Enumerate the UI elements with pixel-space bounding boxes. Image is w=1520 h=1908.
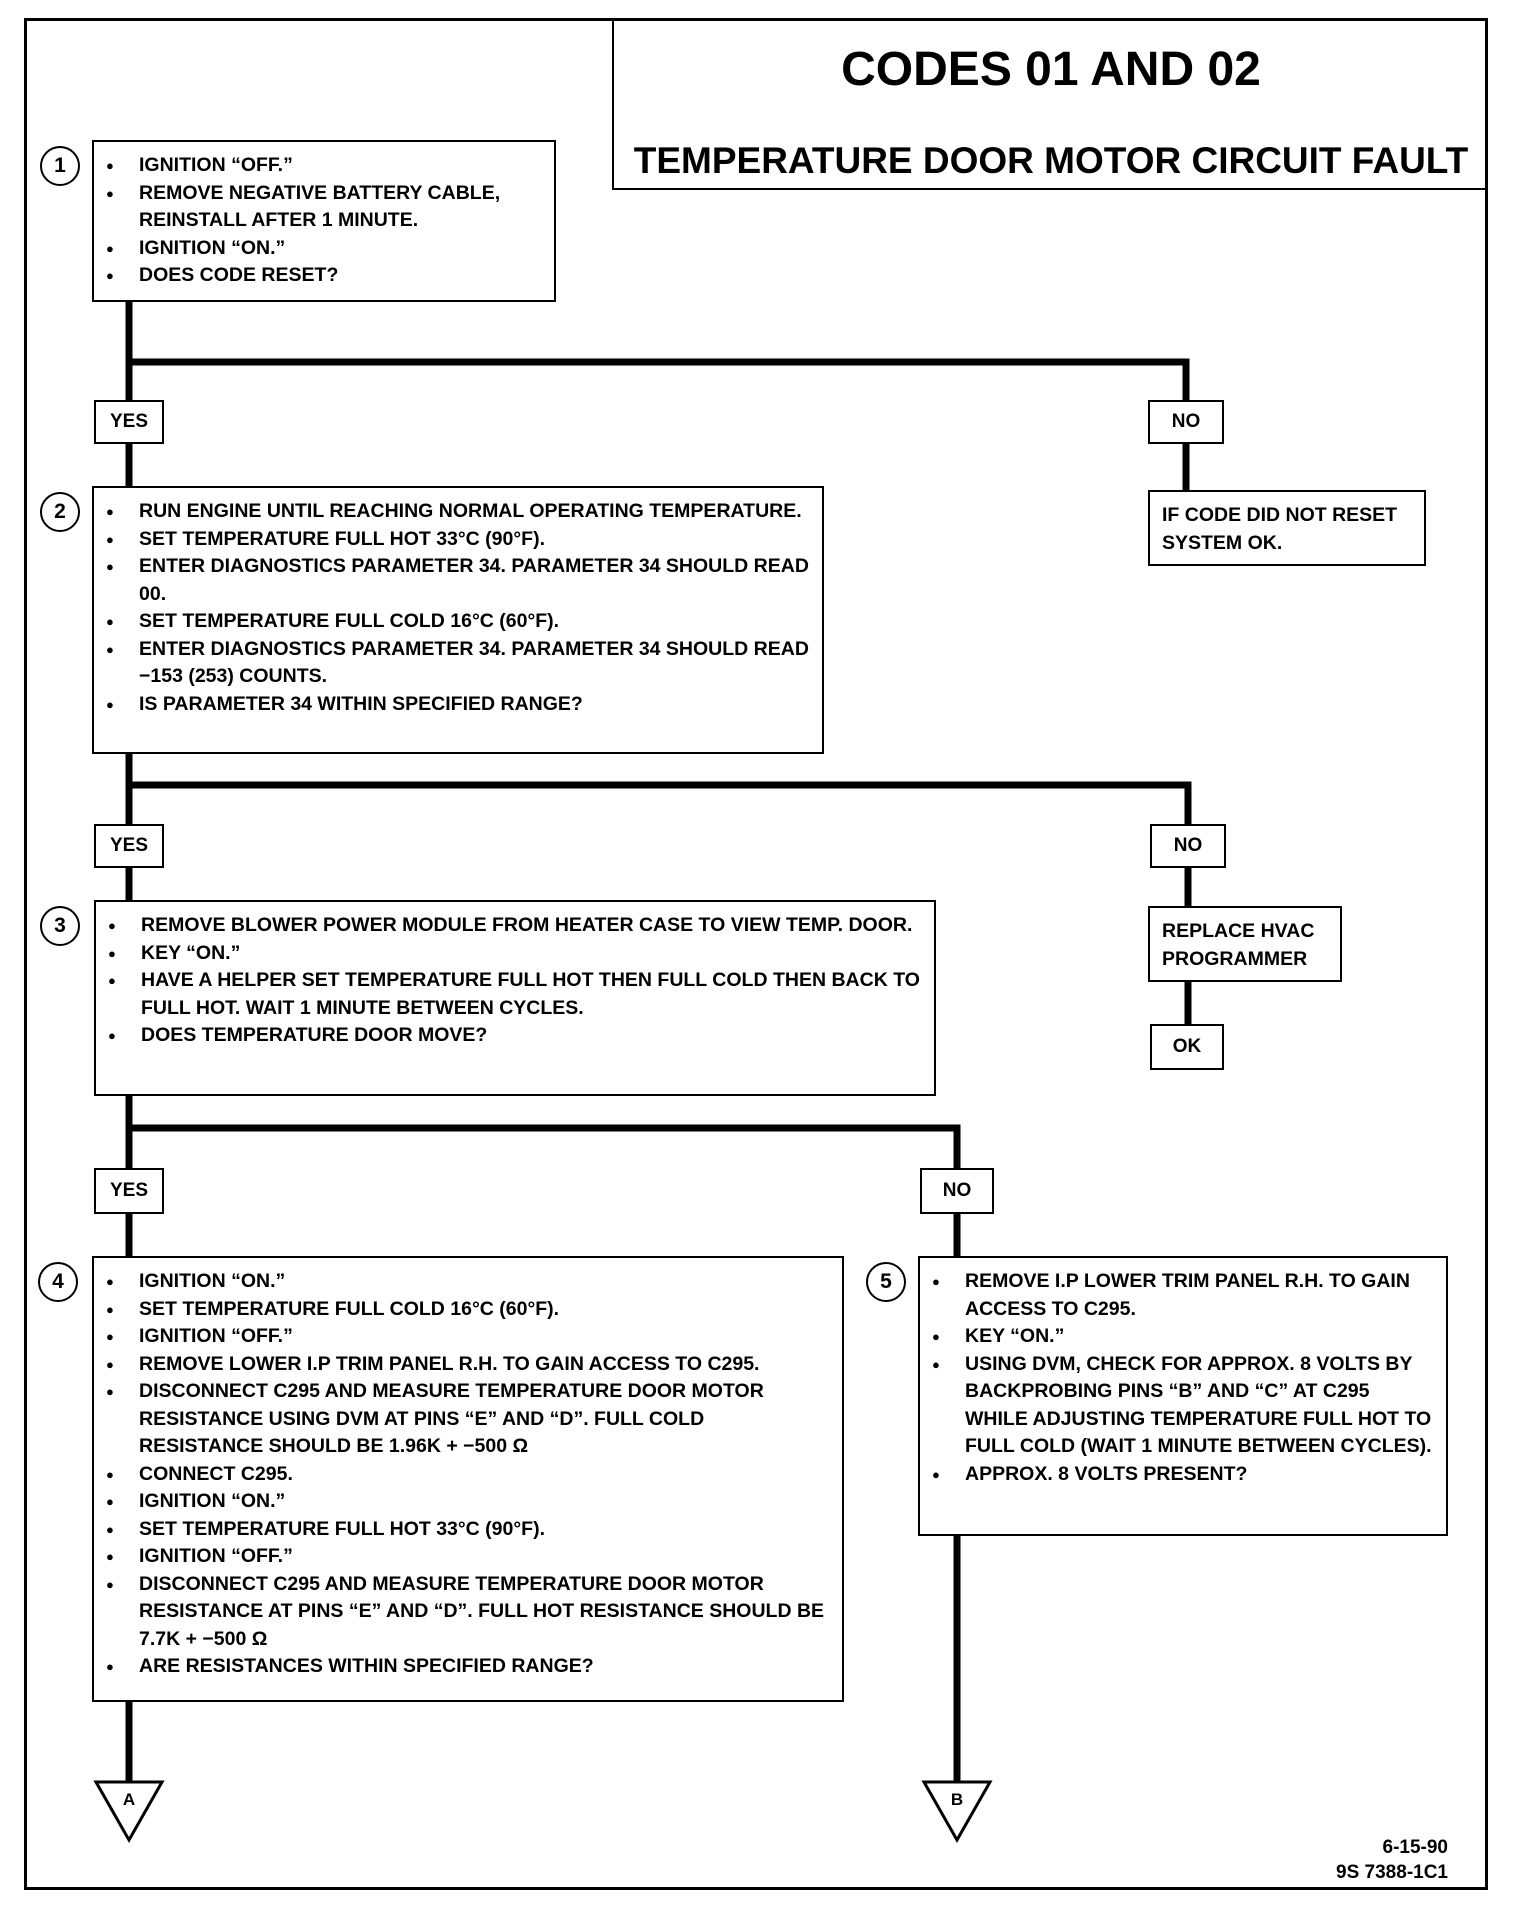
step-2-item: IS PARAMETER 34 WITHIN SPECIFIED RANGE? [106, 691, 812, 719]
step-5-item: KEY “ON.” [932, 1323, 1436, 1351]
step-5-item: REMOVE I.P LOWER TRIM PANEL R.H. TO GAIN… [932, 1268, 1436, 1323]
revision-date: 6-15-90 [1382, 1837, 1449, 1858]
step-3-item: DOES TEMPERATURE DOOR MOVE? [108, 1022, 924, 1050]
step-number-1: 1 [40, 146, 80, 186]
step-4-item: IGNITION “OFF.” [106, 1323, 832, 1351]
title-block: CODES 01 AND 02 TEMPERATURE DOOR MOTOR C… [612, 18, 1488, 190]
no-label-1: NO [1148, 400, 1224, 444]
step-2-item: ENTER DIAGNOSTICS PARAMETER 34. PARAMETE… [106, 636, 812, 691]
flow-line-1 [125, 296, 1190, 404]
step-4-item: ARE RESISTANCES WITHIN SPECIFIED RANGE? [106, 1653, 832, 1681]
step-2-item: SET TEMPERATURE FULL COLD 16°C (60°F). [106, 608, 812, 636]
step-4-item: SET TEMPERATURE FULL COLD 16°C (60°F). [106, 1296, 832, 1324]
step-1-item: REMOVE NEGATIVE BATTERY CABLE, REINSTALL… [106, 180, 544, 235]
step-1-item: DOES CODE RESET? [106, 262, 544, 290]
step-number-4: 4 [38, 1262, 78, 1302]
page-subtitle: TEMPERATURE DOOR MOTOR CIRCUIT FAULT [633, 140, 1469, 181]
step-4-item: DISCONNECT C295 AND MEASURE TEMPERATURE … [106, 1571, 832, 1654]
step-1-box: IGNITION “OFF.” REMOVE NEGATIVE BATTERY … [92, 140, 556, 302]
no-label-2: NO [1150, 824, 1226, 868]
yes-label-2: YES [94, 824, 164, 868]
step-4-box: IGNITION “ON.” SET TEMPERATURE FULL COLD… [92, 1256, 844, 1702]
step-1-item: IGNITION “ON.” [106, 235, 544, 263]
step-number-3: 3 [40, 906, 80, 946]
step-3-item: KEY “ON.” [108, 940, 924, 968]
result-replace-programmer: REPLACE HVAC PROGRAMMER [1148, 906, 1342, 982]
step-5-item: APPROX. 8 VOLTS PRESENT? [932, 1461, 1436, 1489]
step-5-box: REMOVE I.P LOWER TRIM PANEL R.H. TO GAIN… [918, 1256, 1448, 1536]
step-number-2: 2 [40, 492, 80, 532]
step-4-item: REMOVE LOWER I.P TRIM PANEL R.H. TO GAIN… [106, 1351, 832, 1379]
page-title: CODES 01 AND 02 [841, 43, 1261, 96]
step-2-item: RUN ENGINE UNTIL REACHING NORMAL OPERATI… [106, 498, 812, 526]
yes-label-3: YES [94, 1168, 164, 1214]
step-1-item: IGNITION “OFF.” [106, 152, 544, 180]
step-3-item: REMOVE BLOWER POWER MODULE FROM HEATER C… [108, 912, 924, 940]
connector-b-triangle [921, 1780, 993, 1844]
no-label-3: NO [920, 1168, 994, 1214]
step-5-item: USING DVM, CHECK FOR APPROX. 8 VOLTS BY … [932, 1351, 1436, 1461]
connector-b-label: B [950, 1790, 964, 1809]
step-4-item: IGNITION “ON.” [106, 1488, 832, 1516]
result-ok: OK [1150, 1024, 1224, 1070]
step-4-item: SET TEMPERATURE FULL HOT 33°C (90°F). [106, 1516, 832, 1544]
connector-a-label: A [122, 1790, 136, 1809]
step-2-item: SET TEMPERATURE FULL HOT 33°C (90°F). [106, 526, 812, 554]
result-system-ok: IF CODE DID NOT RESET SYSTEM OK. [1148, 490, 1426, 566]
step-number-5: 5 [866, 1262, 906, 1302]
step-4-item: IGNITION “ON.” [106, 1268, 832, 1296]
flow-line-3 [125, 1091, 961, 1174]
page-frame [24, 18, 1488, 1890]
step-3-item: HAVE A HELPER SET TEMPERATURE FULL HOT T… [108, 967, 924, 1022]
flow-line-2 [125, 748, 1192, 830]
step-3-box: REMOVE BLOWER POWER MODULE FROM HEATER C… [94, 900, 936, 1096]
connector-a-triangle [93, 1780, 165, 1844]
document-number: 9S 7388-1C1 [1336, 1862, 1448, 1883]
document-reference: 6-15-90 9S 7388-1C1 [1336, 1835, 1448, 1885]
step-4-item: CONNECT C295. [106, 1461, 832, 1489]
yes-label-1: YES [94, 400, 164, 444]
step-4-item: DISCONNECT C295 AND MEASURE TEMPERATURE … [106, 1378, 832, 1461]
step-2-box: RUN ENGINE UNTIL REACHING NORMAL OPERATI… [92, 486, 824, 754]
step-4-item: IGNITION “OFF.” [106, 1543, 832, 1571]
step-2-item: ENTER DIAGNOSTICS PARAMETER 34. PARAMETE… [106, 553, 812, 608]
